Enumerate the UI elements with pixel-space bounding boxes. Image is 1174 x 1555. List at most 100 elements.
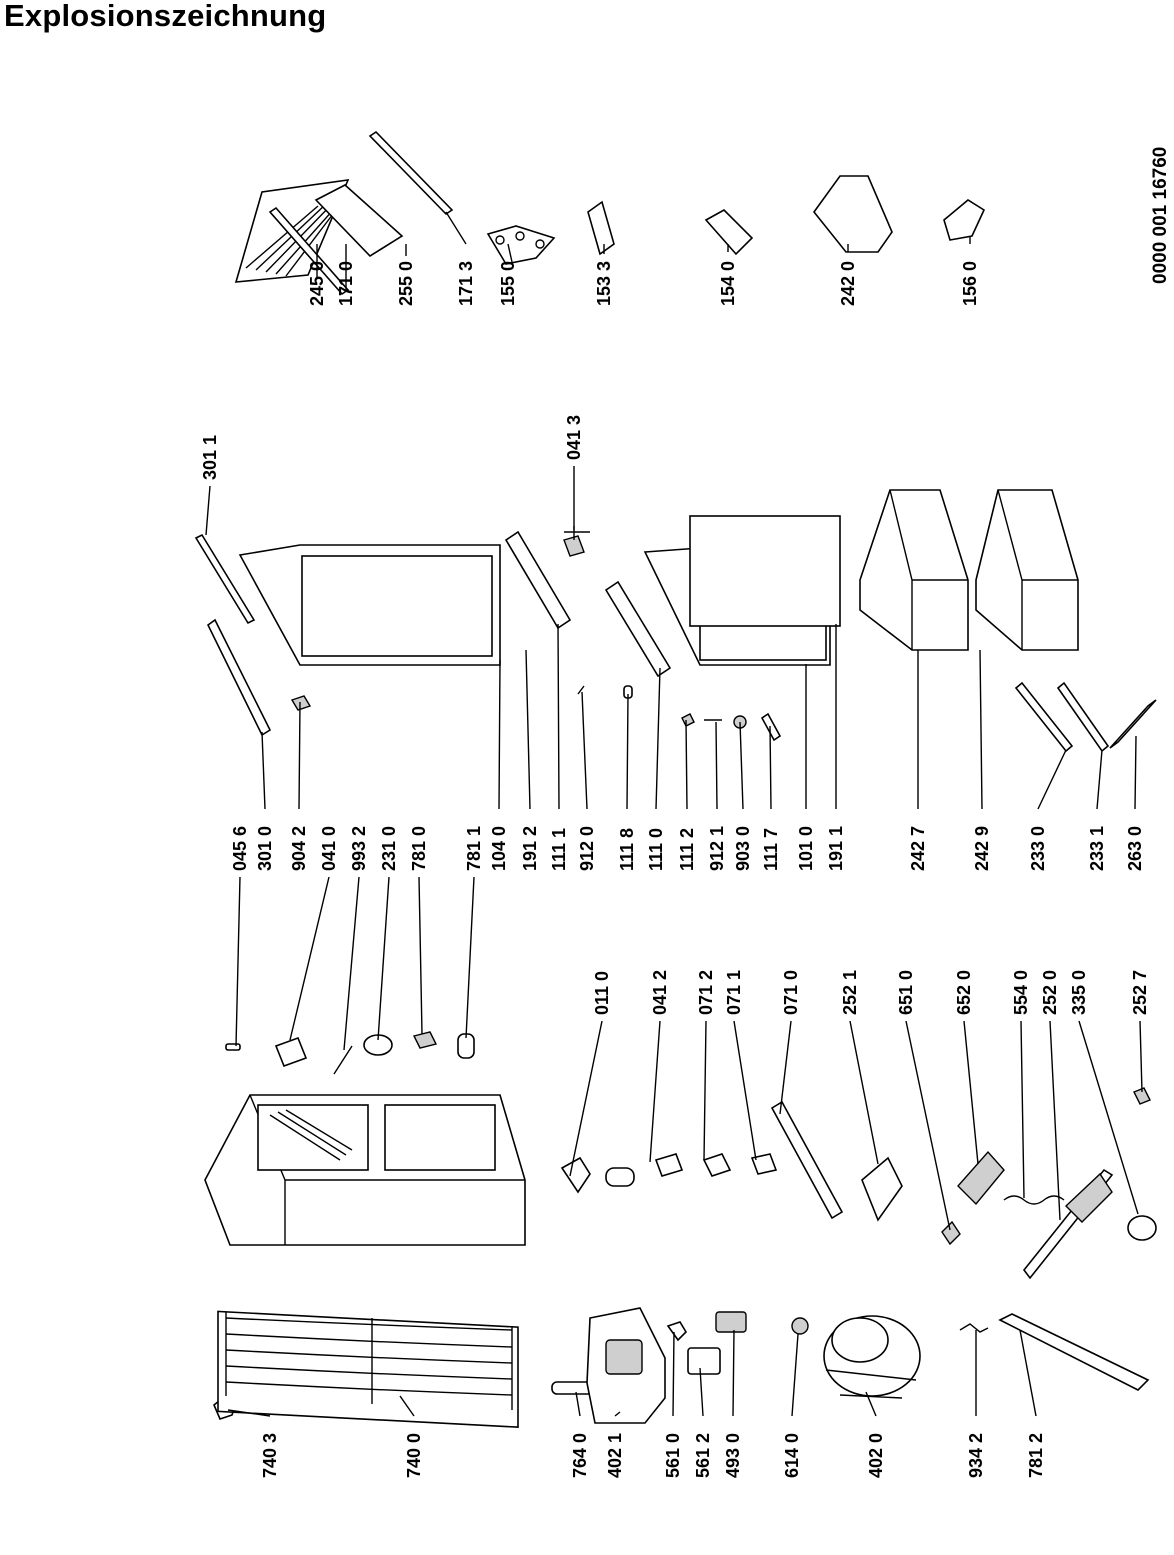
leader-line-2310	[377, 876, 390, 1041]
leader-line-5540	[1020, 1020, 1025, 1199]
crisper-drawer-lower-icon	[975, 489, 1079, 651]
part-label-4021: 402 1	[605, 1433, 625, 1478]
part-label-1912: 191 2	[520, 826, 540, 871]
door-icon	[238, 544, 501, 666]
part-label-1550: 155 0	[498, 261, 518, 306]
leader-line-7640	[575, 1391, 581, 1417]
part-label-1111: 111 1	[549, 828, 569, 871]
protector-icon	[715, 1311, 747, 1333]
leader-line-1713	[445, 211, 467, 245]
leader-line-1040	[498, 659, 501, 810]
leader-line-9121	[715, 721, 718, 810]
condenser-icon	[217, 1310, 519, 1428]
part-label-6520: 652 0	[954, 970, 974, 1015]
bottle-shelf-icon	[812, 175, 893, 253]
part-label-5610: 561 0	[663, 1433, 683, 1478]
clip-icon	[959, 1323, 989, 1333]
part-label-0712: 071 2	[696, 970, 716, 1015]
door-handle-icon	[504, 530, 572, 630]
spring-icon	[1003, 1195, 1065, 1205]
drawer-rail-left-icon	[1014, 681, 1074, 753]
egg-tray-icon	[486, 225, 556, 265]
part-label-5612: 561 2	[693, 1433, 713, 1478]
compressor-cover-icon	[586, 1307, 666, 1424]
evaporator-tray-icon	[1022, 1168, 1114, 1280]
leader-line-4021	[614, 1411, 621, 1417]
part-label-0410: 041 0	[319, 826, 339, 871]
leader-lines	[205, 211, 1143, 1417]
top-cover-icon	[206, 618, 272, 737]
leader-line-7812	[1019, 1329, 1037, 1417]
part-label-2520: 252 0	[1040, 970, 1060, 1015]
part-label-7812: 781 2	[1026, 1433, 1046, 1478]
part-label-1117: 111 7	[761, 828, 781, 871]
leader-line-3350	[1078, 1020, 1139, 1215]
small-parts-icon	[681, 712, 782, 742]
trim-bar-icon	[194, 533, 256, 625]
leader-line-3011	[205, 485, 211, 536]
part-label-2450: 245 0	[307, 261, 327, 306]
part-label-6140: 614 0	[782, 1433, 802, 1478]
part-label-7811: 781 1	[464, 826, 484, 871]
part-label-1710: 171 0	[336, 261, 356, 306]
part-label-9120: 912 0	[577, 826, 597, 871]
part-label-1713: 171 3	[456, 261, 476, 306]
glass-shelf-trim-icon	[368, 130, 454, 216]
cover-strip-icon	[1109, 699, 1157, 749]
leader-line-1112	[685, 719, 688, 810]
leader-line-0712	[703, 1020, 707, 1161]
rear-panel-icon	[998, 1313, 1150, 1391]
leader-line-1550	[507, 243, 513, 263]
hinge-pin-icon	[333, 1045, 353, 1075]
part-label-1112: 111 2	[677, 828, 697, 871]
leader-line-7400	[399, 1395, 415, 1417]
cabinet-icon	[204, 1094, 526, 1246]
shelf-trim-icon	[268, 206, 350, 296]
leader-line-0711	[733, 1020, 757, 1161]
document-number: 0000 001 16760	[1150, 147, 1171, 284]
drain-channel-icon	[861, 1156, 903, 1222]
part-label-1560: 156 0	[960, 261, 980, 306]
knob-icon	[605, 1167, 635, 1187]
leader-line-7811	[465, 876, 475, 1039]
leader-line-9042	[298, 701, 301, 810]
cap-icon	[1127, 1215, 1157, 1241]
leader-line-5610	[672, 1331, 675, 1417]
leader-line-1111	[557, 623, 560, 810]
hinge-bracket-icon	[274, 1036, 308, 1068]
part-label-2429: 242 9	[972, 826, 992, 871]
lamp-cover-icon	[750, 1153, 778, 1175]
part-label-9932: 993 2	[349, 826, 369, 871]
leader-line-1110	[655, 667, 661, 810]
part-label-9042: 904 2	[289, 826, 309, 871]
leader-line-1118	[626, 693, 629, 810]
relay-clip-icon	[666, 1321, 688, 1342]
leader-line-2331	[1096, 749, 1103, 810]
lamp-holder-icon	[702, 1153, 732, 1177]
part-label-9121: 912 1	[707, 826, 727, 871]
leader-line-0456	[235, 876, 241, 1047]
crisper-drawer-upper-icon	[859, 489, 969, 651]
leader-line-2429	[979, 649, 983, 810]
leader-line-2520	[1049, 1020, 1061, 1221]
part-label-1540: 154 0	[718, 261, 738, 306]
door-shelf-small-icon	[587, 200, 615, 256]
foot-icon	[1133, 1087, 1151, 1105]
part-label-7400: 740 0	[404, 1433, 424, 1478]
compressor-icon	[823, 1315, 921, 1399]
part-label-3010: 301 0	[255, 826, 275, 871]
part-label-1010: 101 0	[796, 826, 816, 871]
part-label-2550: 255 0	[396, 261, 416, 306]
leader-line-6520	[963, 1020, 979, 1165]
leader-line-9030	[739, 721, 744, 810]
leader-line-0410	[289, 876, 330, 1041]
part-label-9342: 934 2	[966, 1433, 986, 1478]
trim-strip-icon	[770, 1100, 844, 1220]
leader-line-4020	[865, 1391, 877, 1417]
leader-line-6510	[905, 1020, 951, 1231]
leader-line-1912	[525, 649, 531, 810]
part-label-1040: 104 0	[489, 826, 509, 871]
part-label-0110: 011 0	[592, 971, 612, 1015]
